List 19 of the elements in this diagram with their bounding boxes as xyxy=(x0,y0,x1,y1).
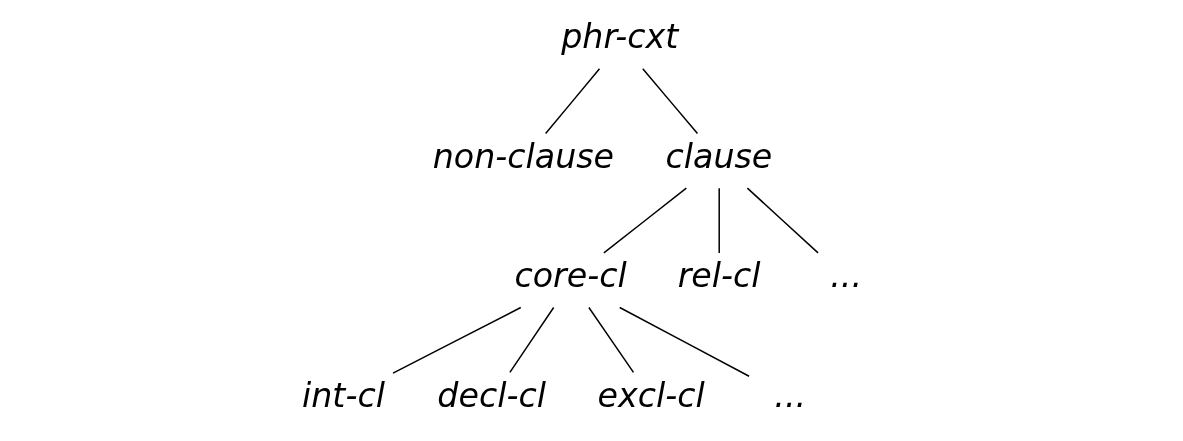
connector xyxy=(588,306,635,374)
node-text: core-cl xyxy=(514,256,627,296)
node-text: rel-cl xyxy=(677,256,761,296)
connector xyxy=(544,68,601,135)
node-text: int-cl xyxy=(302,375,385,415)
connector xyxy=(618,306,750,377)
connector xyxy=(746,187,819,254)
connector xyxy=(392,306,522,374)
node-text: phr-cxt xyxy=(561,17,679,57)
node-text: clause xyxy=(665,136,773,176)
node-text: decl-cl xyxy=(437,375,546,415)
node-text: ... xyxy=(830,256,862,296)
node-text: non-clause xyxy=(432,136,614,176)
connector xyxy=(642,68,699,135)
connector xyxy=(509,306,555,374)
connector xyxy=(603,187,688,254)
node-text: ... xyxy=(774,375,807,415)
connector xyxy=(718,187,720,254)
node-text: excl-cl xyxy=(597,375,705,415)
